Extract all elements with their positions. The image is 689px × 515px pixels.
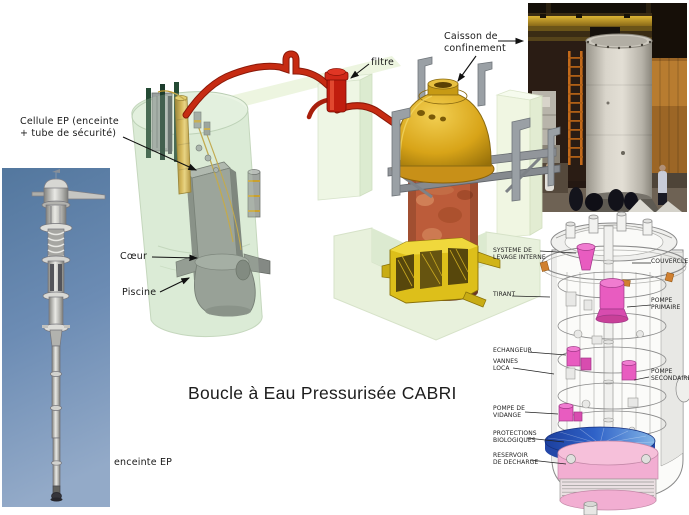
arrow-piscine [159, 277, 190, 293]
label-enceinte-ep: enceinte EP [114, 457, 173, 468]
schematic-label-reservoir-decharge: RESERVOIR DE DECHARGE [493, 452, 539, 466]
arrow-cellule-ep [122, 136, 198, 171]
piscine-glass [131, 92, 263, 337]
schematic-label-tirant: TIRANT [493, 291, 516, 298]
label-coeur: Cœur [120, 251, 148, 262]
pool-edge-beam [205, 56, 401, 114]
flange-clips [539, 260, 675, 287]
schematic-label-pompe-primaire: POMPE PRIMAIRE [651, 297, 681, 311]
label-piscine: Piscine [122, 287, 157, 298]
schematic-label-vannes-loca: VANNES LOCA [493, 358, 519, 372]
arrow-coeur [151, 254, 199, 262]
figure-title: Boucle à Eau Pressurisée CABRI [188, 383, 457, 403]
schematic-label-pompe-secondaire: POMPE SECONDAIRE [651, 368, 689, 382]
label-filtre: filtre [371, 57, 395, 68]
enceinte-ep-column [31, 169, 106, 502]
arrow-caisson-dome [457, 55, 477, 82]
schematic-label-protections-biologiques: PROTECTIONS BIOLOGIQUES [493, 430, 537, 444]
schematic-label-pompe-vidange: POMPE DE VIDANGE [493, 405, 526, 419]
label-caisson-confinement: Caisson de confinement [444, 31, 506, 54]
filtre-component [324, 68, 349, 113]
reservoir-decharge [557, 440, 659, 515]
photo-caisson-hall [528, 3, 687, 212]
label-cellule-ep: Cellule EP (enceinte + tube de sécurité) [20, 116, 119, 139]
schematic-leader-lines [511, 250, 652, 465]
orange-ladder [568, 51, 583, 165]
schematic-cutaway [511, 211, 689, 515]
annotation-arrows [122, 37, 525, 293]
schematic-label-systeme-levage: SYSTEME DE LEVAGE INTERNE [493, 247, 546, 261]
crane-beam [528, 16, 687, 26]
crane-hoist [590, 27, 620, 37]
schematic-label-couvercle: COUVERCLE [651, 258, 689, 265]
schematic-label-echangeur: ECHANGEUR [493, 347, 532, 354]
pink-components [558, 243, 637, 422]
support-claws-front [391, 107, 561, 202]
yellow-support-ring [381, 237, 501, 308]
cellule-ep-tube [157, 90, 261, 251]
photo-enceinte-ep [2, 168, 110, 507]
arrow-filtre [350, 63, 370, 79]
